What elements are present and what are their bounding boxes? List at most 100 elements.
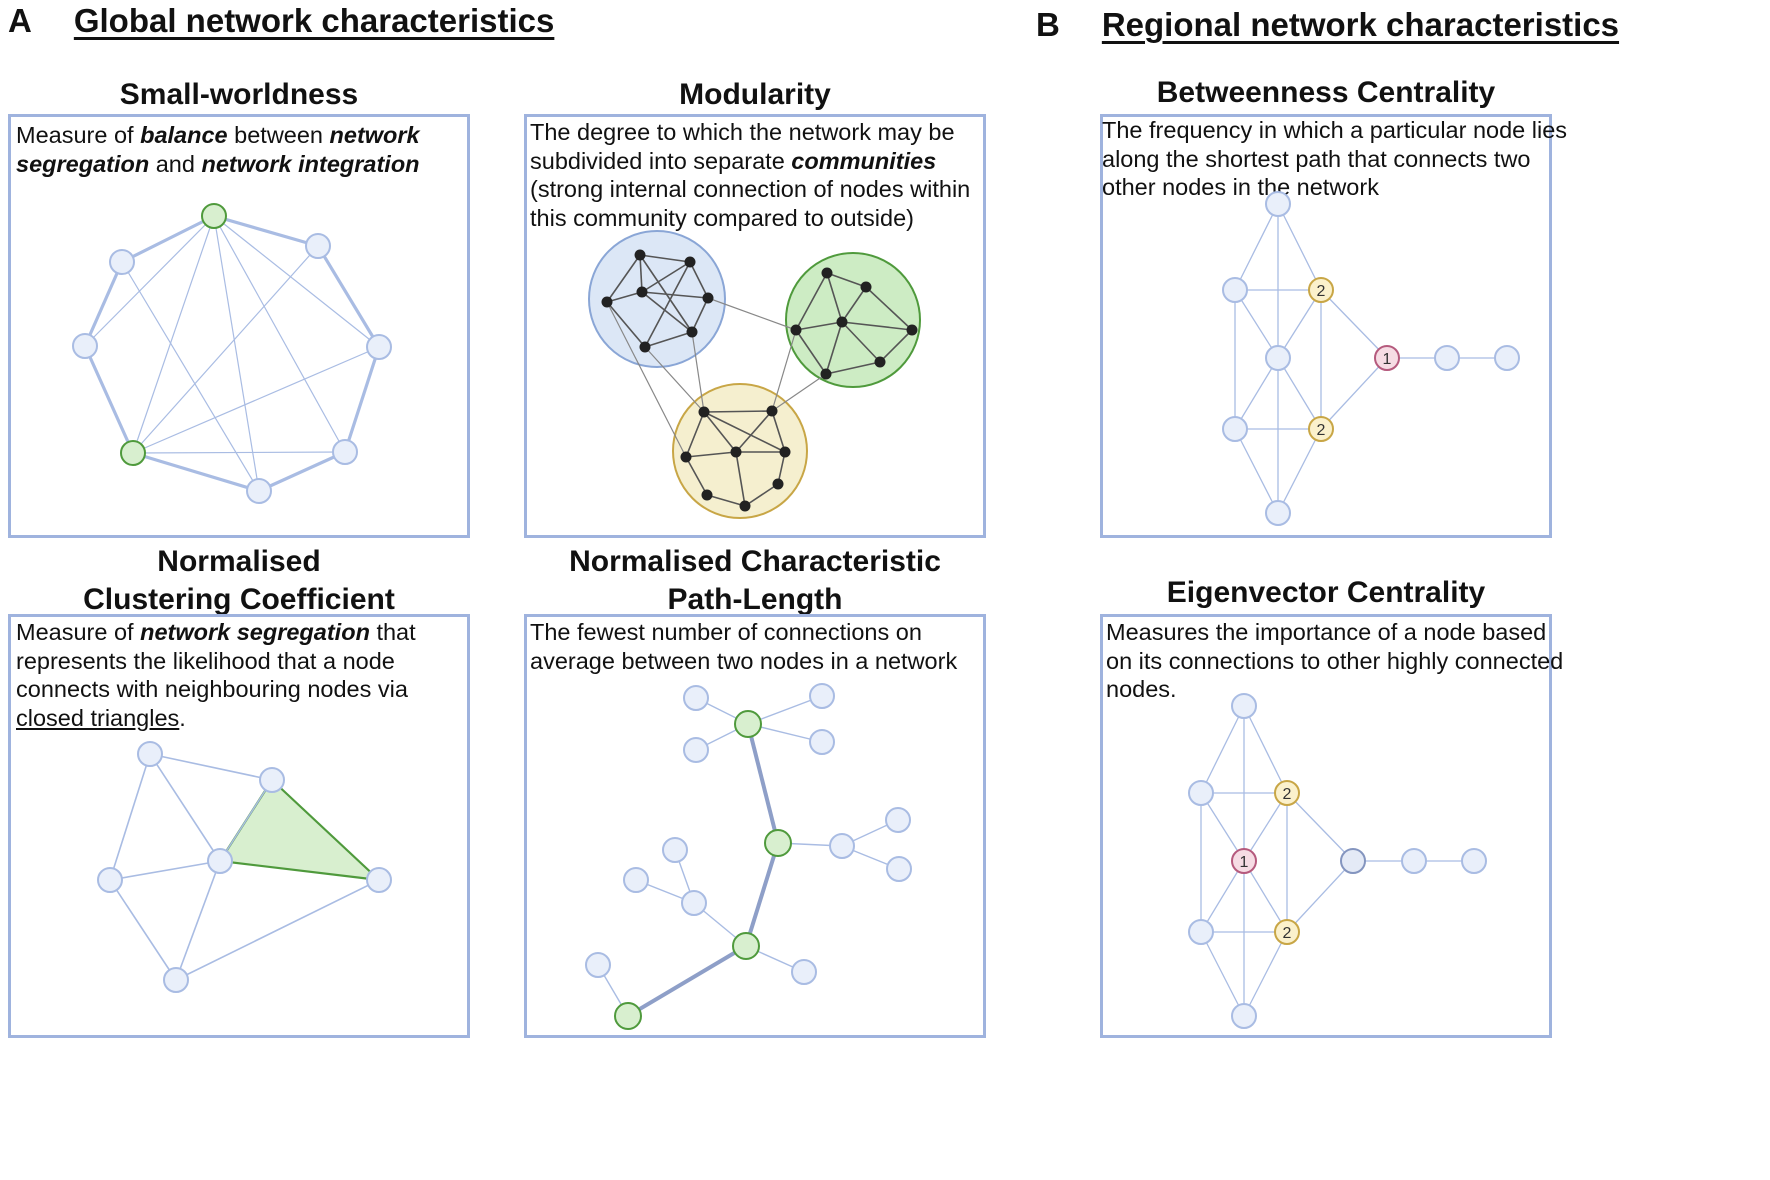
edge	[641, 261, 691, 293]
edge	[826, 272, 843, 323]
text-run: Measures the importance of a node based	[1106, 619, 1547, 645]
betweenness-title: Betweenness Centrality	[1156, 76, 1496, 109]
node	[662, 837, 688, 863]
node	[246, 478, 272, 504]
modularity-graph	[588, 230, 921, 519]
module-node	[636, 286, 648, 298]
emphasis-text: communities	[791, 147, 937, 174]
text-run: Measure of	[16, 122, 141, 148]
betweenness-graph: 221	[1222, 191, 1520, 526]
edge	[213, 214, 319, 248]
edge	[735, 451, 746, 507]
edge	[639, 254, 691, 263]
text-run: The fewest number of connections on	[530, 619, 922, 645]
betweenness-panel	[1100, 114, 1552, 538]
edge	[1243, 705, 1288, 794]
edge	[1234, 289, 1279, 359]
edge	[1200, 860, 1245, 933]
node	[1494, 345, 1520, 371]
edge	[83, 261, 124, 347]
clustering-panel	[8, 614, 470, 1038]
edge	[1234, 428, 1279, 514]
text-run: The frequency in which a particular node…	[1102, 117, 1568, 143]
description-line: The degree to which the network may be	[530, 118, 970, 147]
path-length-title: Normalised Characteristic Path-Length	[524, 543, 986, 619]
node	[809, 729, 835, 755]
edge	[841, 321, 881, 363]
description-line: closed triangles.	[16, 704, 416, 733]
edge	[606, 301, 646, 348]
edge	[1243, 860, 1288, 933]
node	[163, 967, 189, 993]
module-node	[730, 446, 742, 458]
section-b-letter: B	[1036, 6, 1060, 43]
edge	[639, 254, 643, 293]
text-run: other nodes in the network	[1102, 174, 1379, 200]
module-node	[601, 296, 613, 308]
edge	[316, 245, 381, 348]
description-line: subdivided into separate communities	[530, 147, 970, 176]
edge	[149, 753, 221, 862]
node	[259, 767, 285, 793]
edge	[83, 345, 135, 454]
node	[366, 867, 392, 893]
edge	[865, 286, 913, 331]
path-node	[764, 829, 792, 857]
edge	[213, 215, 260, 492]
edge	[644, 346, 705, 413]
edge	[258, 450, 346, 493]
edge	[689, 261, 709, 299]
node	[1265, 500, 1291, 526]
betweenness-description: The frequency in which a particular node…	[1102, 116, 1567, 202]
section-a-letter: A	[8, 2, 32, 39]
node	[681, 890, 707, 916]
edge	[703, 411, 786, 453]
rank-label: 1	[1240, 854, 1249, 871]
description-line: The fewest number of connections on	[530, 618, 957, 647]
edge	[606, 301, 687, 458]
eigenvector-graph: 221	[1188, 693, 1487, 1029]
path-node	[732, 932, 760, 960]
edge	[795, 321, 843, 331]
path-length-title-line-2: Path-Length	[667, 583, 843, 616]
module-node	[836, 316, 848, 328]
description-line: average between two nodes in a network	[530, 647, 957, 676]
node	[791, 959, 817, 985]
node	[1222, 416, 1248, 442]
edge	[1243, 931, 1288, 1017]
edge	[213, 215, 346, 453]
edge	[1277, 289, 1322, 359]
module-node	[820, 368, 832, 380]
node	[72, 333, 98, 359]
closed-triangle	[218, 778, 381, 882]
edge	[795, 272, 828, 331]
description-line: nodes.	[1106, 675, 1563, 704]
emphasis-text: segregation	[16, 150, 150, 177]
edge	[1320, 357, 1388, 430]
text-run: average between two nodes in a network	[530, 647, 958, 674]
clustering-title-line-2: Clustering Coefficient	[83, 583, 395, 616]
node	[585, 952, 611, 978]
text-run: and	[149, 150, 202, 177]
edge	[175, 879, 380, 981]
edge	[1243, 792, 1288, 862]
text-run: Measure of	[16, 619, 141, 645]
edge	[644, 331, 693, 348]
text-run: (strong internal connection of nodes wit…	[530, 176, 971, 202]
edge	[795, 329, 827, 375]
node	[886, 856, 912, 882]
emphasis-text: network integration	[201, 150, 420, 177]
edge	[641, 291, 709, 299]
edge	[826, 272, 867, 288]
text-run: between	[227, 122, 330, 148]
module-node	[739, 500, 751, 512]
rank-label: 2	[1283, 786, 1292, 803]
node	[137, 741, 163, 767]
node	[332, 439, 358, 465]
text-run: on its connections to other highly conne…	[1106, 647, 1564, 674]
node	[120, 440, 146, 466]
edge	[343, 346, 381, 453]
edge	[644, 261, 691, 348]
